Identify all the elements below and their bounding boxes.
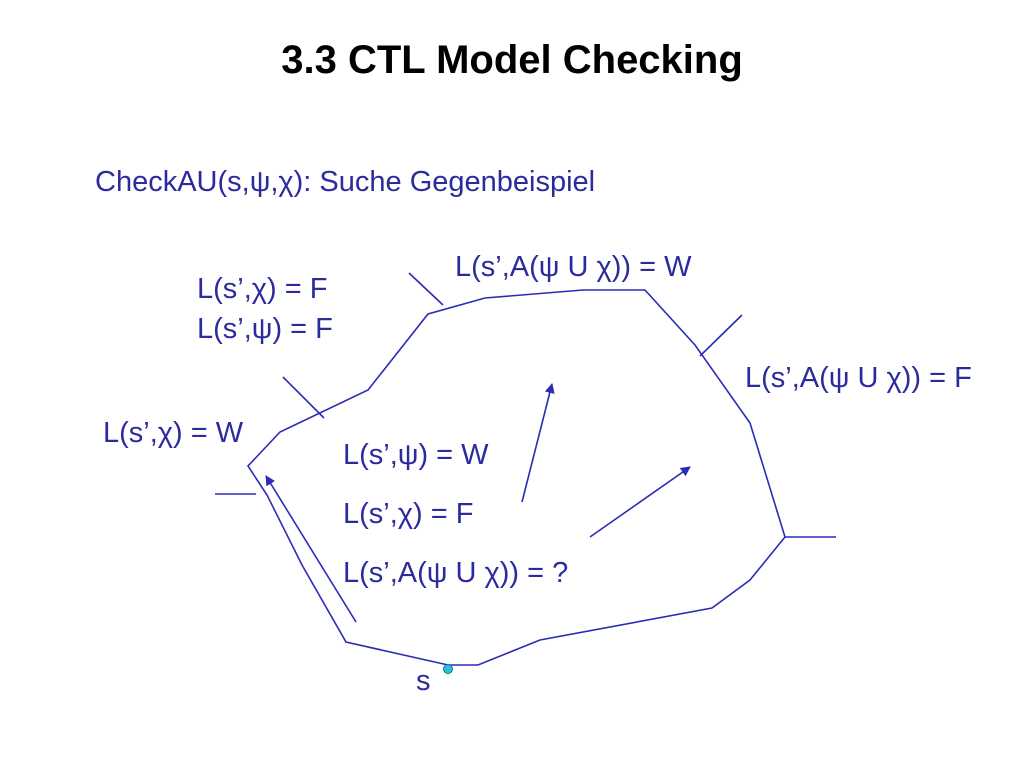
label-top-au-w: L(s’,A(ψ U χ)) = W (455, 251, 692, 283)
arrow-center-right (589, 466, 691, 538)
state-s-node (443, 664, 453, 674)
label-top-left-psi: L(s’,ψ) = F (197, 313, 333, 345)
label-right-au-f: L(s’,A(ψ U χ)) = F (745, 362, 972, 394)
arrow-center-up (521, 383, 555, 503)
state-s-label: s (416, 665, 431, 697)
label-top-left-chi: L(s’,χ) = F (197, 273, 328, 305)
page-title: 3.3 CTL Model Checking (281, 38, 743, 82)
label-left-chi-w: L(s’,χ) = W (103, 417, 244, 449)
boundary-tick-top (408, 272, 444, 306)
boundary-tick-upper-right (699, 314, 743, 357)
label-center-au-q: L(s’,A(ψ U χ)) = ? (343, 557, 569, 589)
state-space-boundary (246, 289, 786, 666)
arrow-left-path (265, 475, 357, 623)
boundary-tick-upper-left (282, 376, 325, 419)
label-center-chi-f: L(s’,χ) = F (343, 498, 474, 530)
slide-subtitle: CheckAU(s,ψ,χ): Suche Gegenbeispiel (95, 166, 596, 198)
label-center-psi-w: L(s’,ψ) = W (343, 439, 489, 471)
